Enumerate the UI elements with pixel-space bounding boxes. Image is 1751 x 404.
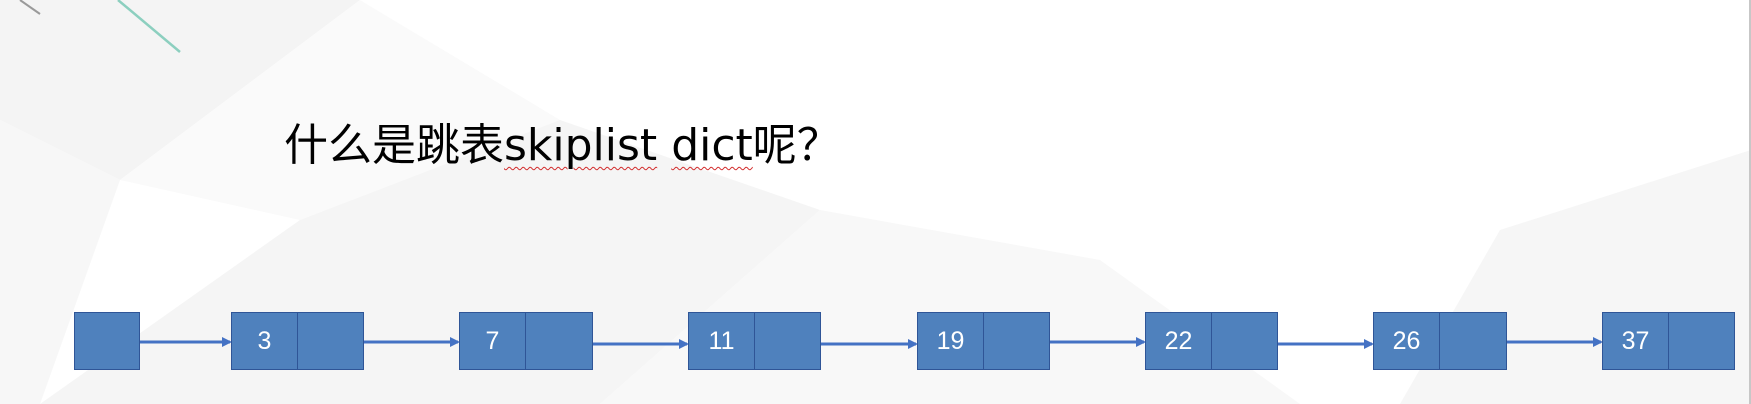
bg-teal-line (117, 0, 181, 53)
node-key: 19 (936, 326, 965, 355)
node-key: 26 (1392, 326, 1421, 355)
node-pointer-cell (297, 313, 363, 369)
list-node-7: 37 (1602, 312, 1735, 370)
title-word-skiplist: skiplist (504, 120, 658, 171)
bg-gray-line (19, 0, 41, 15)
bg-shape-1 (0, 0, 360, 180)
list-node-3: 11 (688, 312, 821, 370)
node-pointer-cell (754, 313, 820, 369)
list-node-1: 3 (231, 312, 364, 370)
list-node-2: 7 (459, 312, 593, 370)
list-node-5: 22 (1145, 312, 1278, 370)
title-cn-prefix: 什么是跳表 (284, 120, 504, 171)
title-cn-suffix: 呢？ (752, 120, 841, 171)
node-key: 7 (485, 326, 500, 355)
node-pointer-cell (1668, 313, 1734, 369)
list-head-node (74, 312, 140, 370)
node-pointer-cell (1211, 313, 1277, 369)
node-key: 11 (708, 326, 735, 355)
node-pointer-cell (525, 313, 592, 369)
title-word-dict: dict (671, 120, 753, 171)
slide-edge-line (1749, 0, 1751, 404)
bg-shape-2 (0, 120, 120, 404)
head-node-pointer-cell (75, 313, 139, 369)
bg-shape-3 (120, 0, 560, 220)
node-pointer-cell (1439, 313, 1506, 369)
node-key: 37 (1621, 326, 1650, 355)
list-node-4: 19 (917, 312, 1050, 370)
slide-title: 什么是跳表skiplist dict呢？ (284, 118, 841, 174)
node-key: 22 (1164, 326, 1193, 355)
list-node-6: 26 (1373, 312, 1507, 370)
node-pointer-cell (983, 313, 1049, 369)
title-space (657, 120, 671, 171)
node-key: 3 (257, 326, 272, 355)
